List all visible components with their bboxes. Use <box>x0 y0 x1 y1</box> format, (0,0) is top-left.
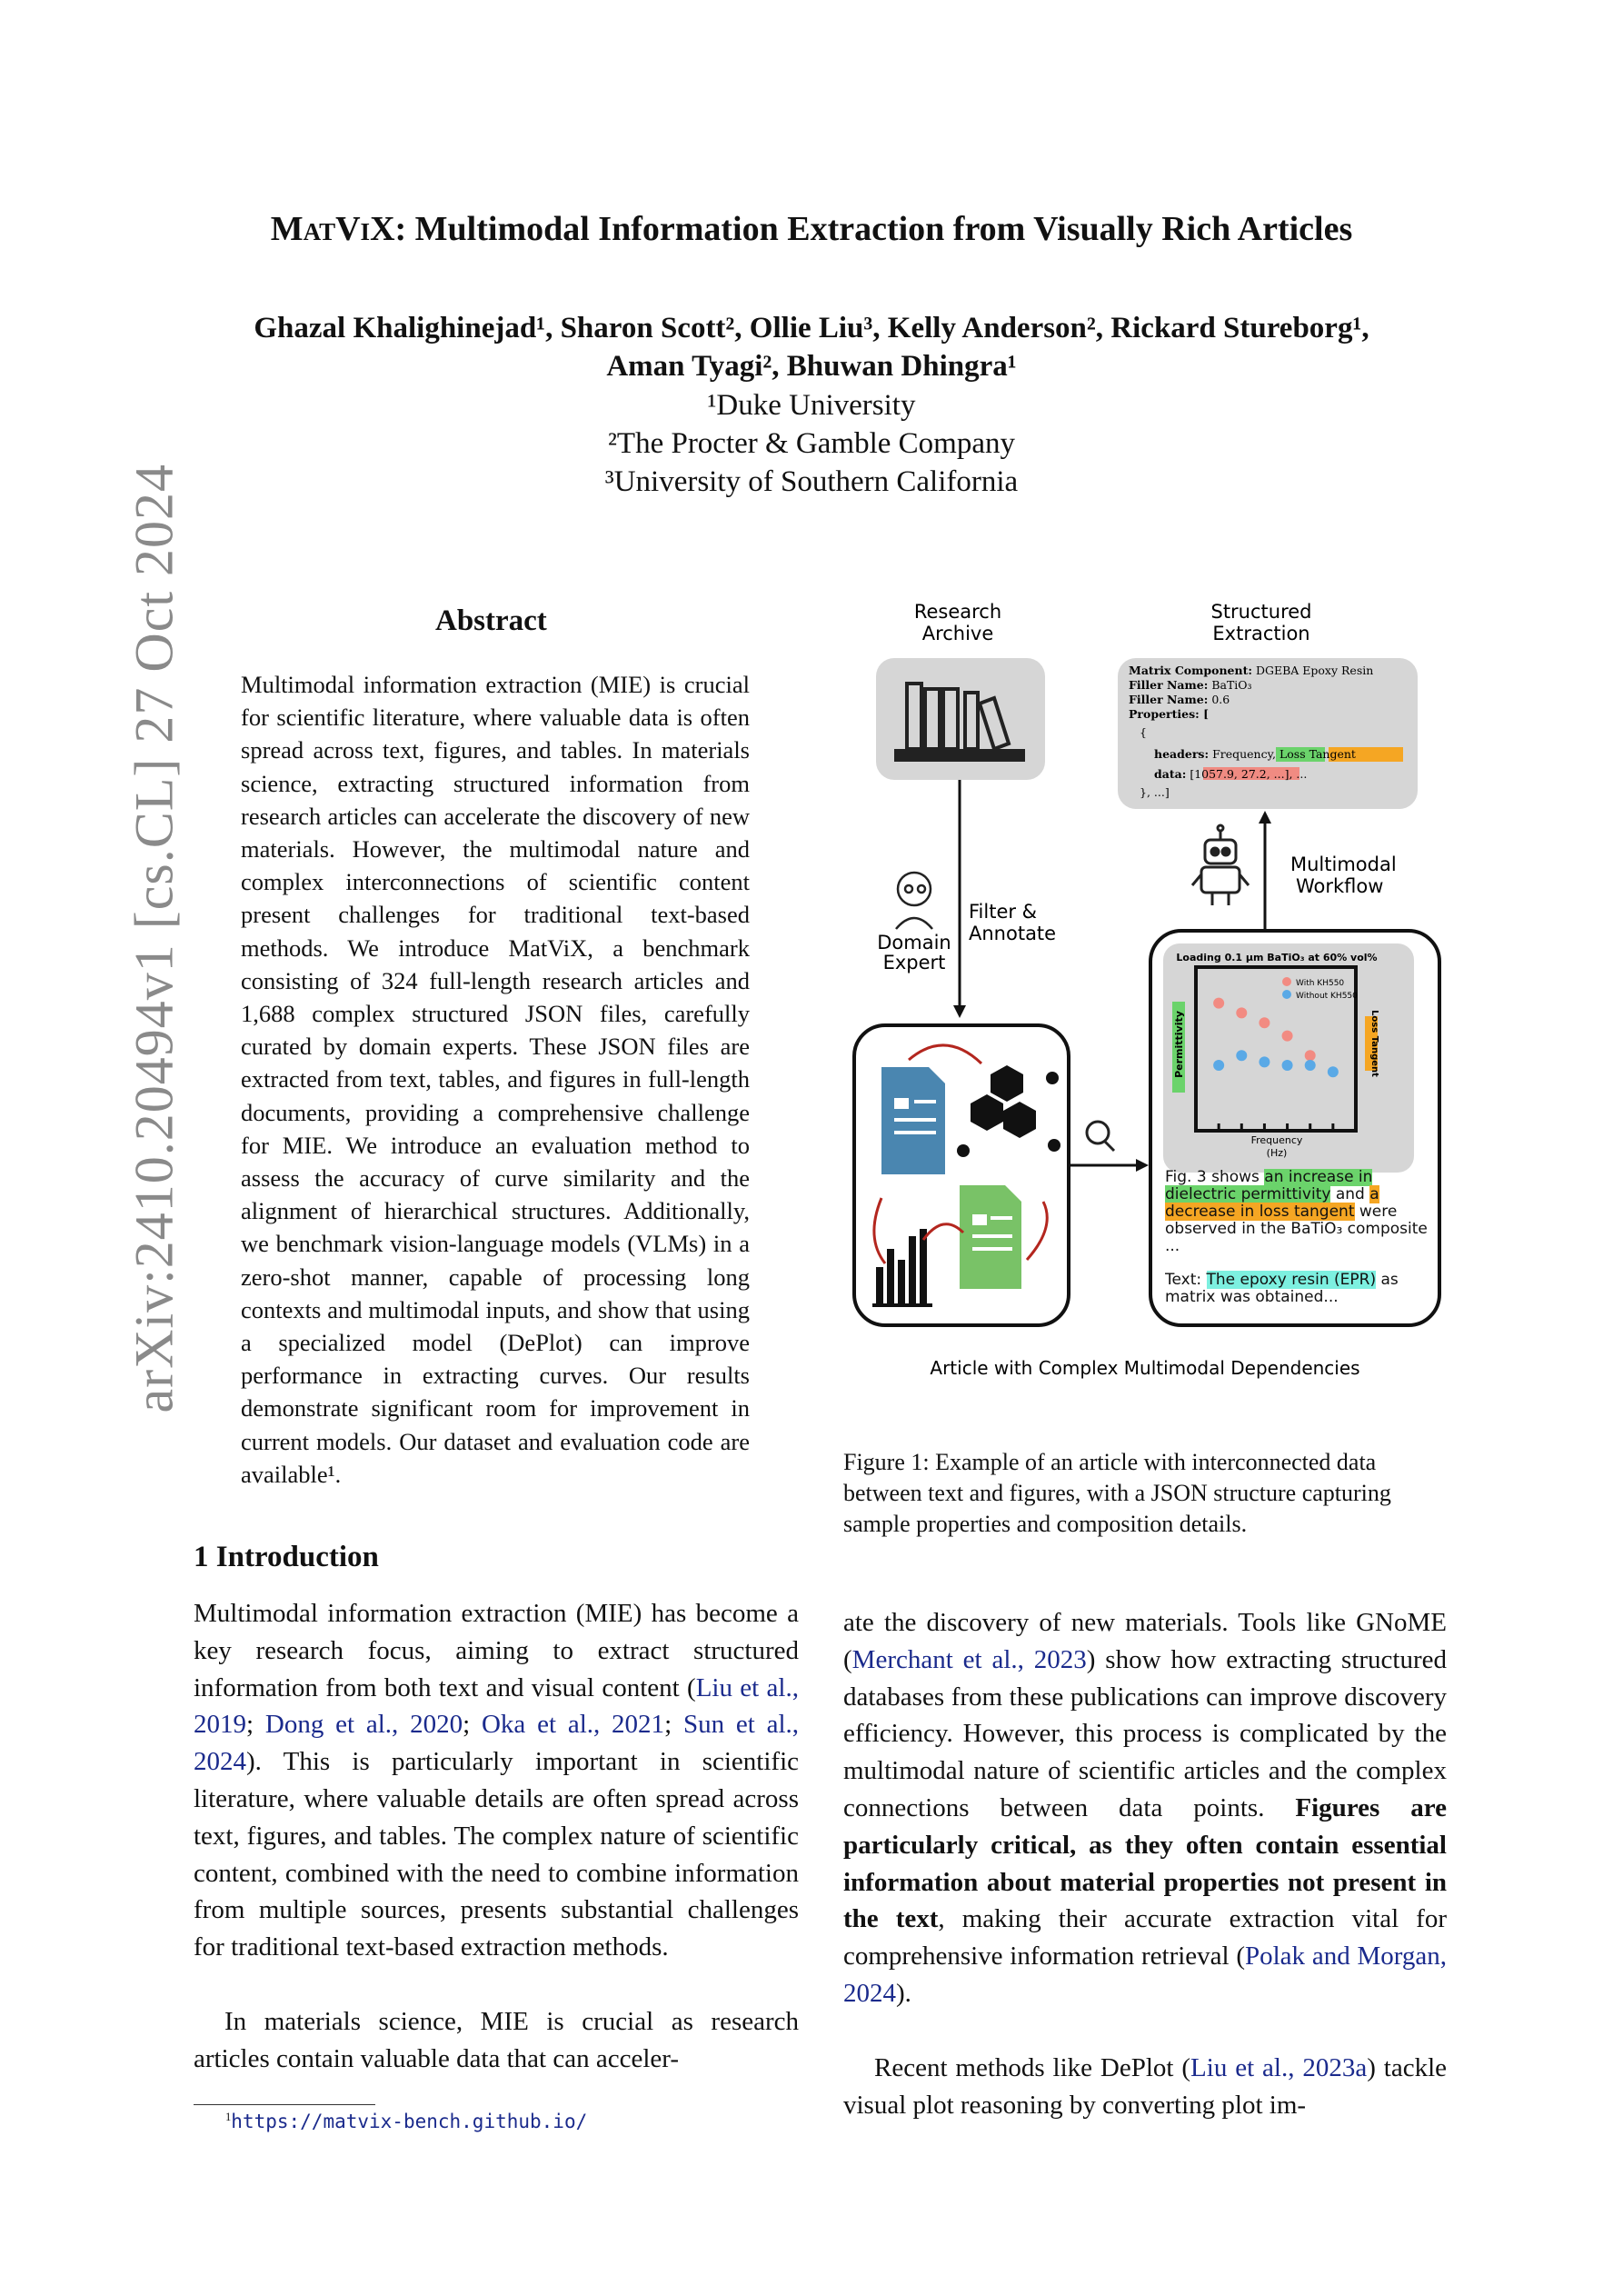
label-structured: Structured <box>1210 602 1311 623</box>
document-blue-icon <box>881 1067 945 1174</box>
affiliation-3: ³University of Southern California <box>604 465 1019 498</box>
svg-text:Filler Name: BaTiO₃: Filler Name: BaTiO₃ <box>1129 678 1252 692</box>
intro-paragraph-2: In materials science, MIE is crucial as … <box>194 2007 799 2073</box>
label-research: Research <box>914 602 1001 623</box>
intro-r1-text-b: ) show how extracting structured databas… <box>843 1644 1447 1822</box>
document-green-icon <box>960 1185 1021 1289</box>
legend-with: With KH550 <box>1296 979 1344 988</box>
label-archive: Archive <box>922 623 994 644</box>
citation-polak-2024[interactable]: Polak and Morgan, 2024 <box>843 1942 1447 2008</box>
plot-point-without-6 <box>1327 1066 1339 1078</box>
plot-point-without-2 <box>1236 1050 1248 1062</box>
label-expert: Expert <box>883 952 946 973</box>
plot-xlabel: Frequency <box>1251 1134 1303 1146</box>
intro-p1-text-a: Multimodal information extraction (MIE) … <box>194 1599 799 1702</box>
intro-paragraph-1: Multimodal information extraction (MIE) … <box>194 1599 800 1962</box>
label-domain: Domain <box>877 932 951 953</box>
citation-dong-2020[interactable]: Dong et al., 2020 <box>264 1710 463 1740</box>
intro-p1-text-b: ). This is particularly important in sci… <box>194 1747 799 1962</box>
figure-text-1: Fig. 3 shows an increase in dielectric p… <box>1165 1169 1428 1255</box>
loss-tangent-label-bg <box>1365 1016 1378 1071</box>
intro-r1-text-d: ). <box>896 1978 911 2008</box>
svg-text:Filler Name: 0.6: Filler Name: 0.6 <box>1129 693 1230 706</box>
citation-sun-2024[interactable]: Sun et al., 2024 <box>194 1710 800 1777</box>
citation-merchant-2023[interactable]: Merchant et al., 2023 <box>851 1644 1087 1674</box>
svg-text:data: [1057.9, 27.2, ...], ...: data: [1057.9, 27.2, ...], ... <box>1154 767 1307 781</box>
footnote-url[interactable]: https://matvix-bench.github.io/ <box>231 2111 588 2132</box>
books-icon <box>894 682 1025 762</box>
figure-bottom-label: Article with Complex Multimodal Dependen… <box>930 1357 1359 1379</box>
plot-point-with-4 <box>1281 1030 1293 1042</box>
robot-icon <box>1190 824 1250 905</box>
plot-point-without-5 <box>1304 1060 1316 1071</box>
author-list: Ghazal Khalighinejad¹, Sharon Scott², Ol… <box>0 309 1623 385</box>
multimodal-panel <box>1149 929 1441 1327</box>
plot-point-with-5 <box>1304 1050 1316 1062</box>
dependency-arrows <box>872 1043 1049 1264</box>
paper-title: MatViX: Multimodal Information Extractio… <box>0 209 1623 249</box>
title-name: MatViX <box>270 210 395 248</box>
plot-ticks <box>1217 1123 1335 1131</box>
intro-r2-text-b: ) tackle visual plot reasoning by conver… <box>843 2053 1447 2120</box>
plot-point-without-3 <box>1259 1056 1270 1068</box>
authors-line-2: Aman Tyagi², Bhuwan Dhingra¹ <box>606 350 1017 383</box>
plot-axes <box>1194 965 1358 1133</box>
affiliation-1: ¹Duke University <box>707 389 916 422</box>
footnote-rule <box>194 2104 375 2105</box>
plot-ylabel: Permittivity <box>1173 1011 1185 1078</box>
intro-r1-bold: Figures are particularly critical, as th… <box>843 1792 1447 1934</box>
plot-point-with-1 <box>1213 997 1225 1009</box>
plot-point-without-1 <box>1213 1060 1225 1071</box>
plot-xunit: (Hz) <box>1267 1147 1288 1159</box>
citation-liu-2019[interactable]: Liu et al., 2019 <box>194 1672 799 1740</box>
panel-text: Fig. 3 shows an increase in dielectric p… <box>1165 1169 1428 1306</box>
svg-text:}, ...]: }, ...] <box>1140 785 1170 799</box>
plot-panel <box>1163 943 1414 1173</box>
citation-oka-2021[interactable]: Oka et al., 2021 <box>481 1710 665 1740</box>
plot-title: Loading 0.1 μm BaTiO₃ at 60% vol% <box>1176 952 1377 963</box>
permittivity-label-bg <box>1172 1002 1185 1093</box>
footnote-link[interactable]: 1https://matvix-bench.github.io/ <box>225 2111 588 2132</box>
json-snippet: Matrix Component: DGEBA Epoxy Resin Fill… <box>1129 664 1403 799</box>
legend-without: Without KH550 <box>1296 992 1358 1001</box>
structured-extraction-box <box>1118 658 1418 809</box>
svg-text:Properties: [: Properties: [ <box>1129 707 1209 721</box>
label-extraction: Extraction <box>1212 623 1309 644</box>
plot-ylabel2: Loss Tangent <box>1369 1010 1379 1077</box>
intro-right-paragraph-1: ate the discovery of new materials. Tool… <box>843 1604 1447 2012</box>
bar-chart-icon <box>872 1229 932 1307</box>
svg-text:Matrix Component: DGEBA Epoxy: Matrix Component: DGEBA Epoxy Resin <box>1129 664 1373 677</box>
figure-1: Research Archive Structured Extraction M… <box>852 602 1441 1379</box>
section-heading-introduction: 1 Introduction <box>194 1541 379 1573</box>
plot-points <box>1213 997 1339 1078</box>
authors-line-1: Ghazal Khalighinejad¹, Sharon Scott², Ol… <box>254 312 1369 344</box>
article-box <box>852 1023 1070 1327</box>
molecule-icon <box>957 1065 1060 1157</box>
label-annotate: Annotate <box>969 923 1056 944</box>
citation-liu-2023a[interactable]: Liu et al., 2023a <box>1190 2053 1368 2082</box>
svg-text:headers: Frequency, Loss Tange: headers: Frequency, Loss Tangent <box>1154 747 1356 761</box>
affiliation-2: ²The Procter & Gamble Company <box>608 427 1015 460</box>
intro-r1-text-c: , making their accurate extraction vital… <box>843 1904 1447 1972</box>
intro-r2-text-a: Recent methods like DePlot ( <box>874 2053 1191 2082</box>
intro-r1-text-a: ate the discovery of new materials. Tool… <box>843 1608 1447 1674</box>
plot-point-with-3 <box>1259 1017 1270 1029</box>
magnifier-icon <box>1085 1120 1116 1153</box>
title-rest: : Multimodal Information Extraction from… <box>394 210 1353 248</box>
domain-expert-icon <box>895 871 933 930</box>
legend-without-marker <box>1282 990 1291 999</box>
svg-text:{: { <box>1140 725 1147 739</box>
arxiv-sidebar-stamp: arXiv:2410.20494v1 [cs.CL] 27 Oct 2024 <box>124 463 184 1413</box>
abstract-heading: Abstract <box>435 604 547 637</box>
label-filter: Filter & <box>969 901 1037 923</box>
figure-text-2: Text: The epoxy resin (EPR) as matrix wa… <box>1165 1271 1399 1306</box>
abstract-text: Multimodal information extraction (MIE) … <box>241 671 750 1488</box>
figure-caption: Figure 1: Example of an article with int… <box>843 1449 1391 1537</box>
legend-with-marker <box>1282 977 1291 986</box>
plot-point-without-4 <box>1281 1060 1293 1071</box>
intro-right-paragraph-2: Recent methods like DePlot (Liu et al., … <box>843 2050 1447 2124</box>
plot-point-with-2 <box>1236 1007 1248 1019</box>
label-workflow: Workflow <box>1296 875 1383 897</box>
label-multimodal: Multimodal <box>1290 854 1397 875</box>
